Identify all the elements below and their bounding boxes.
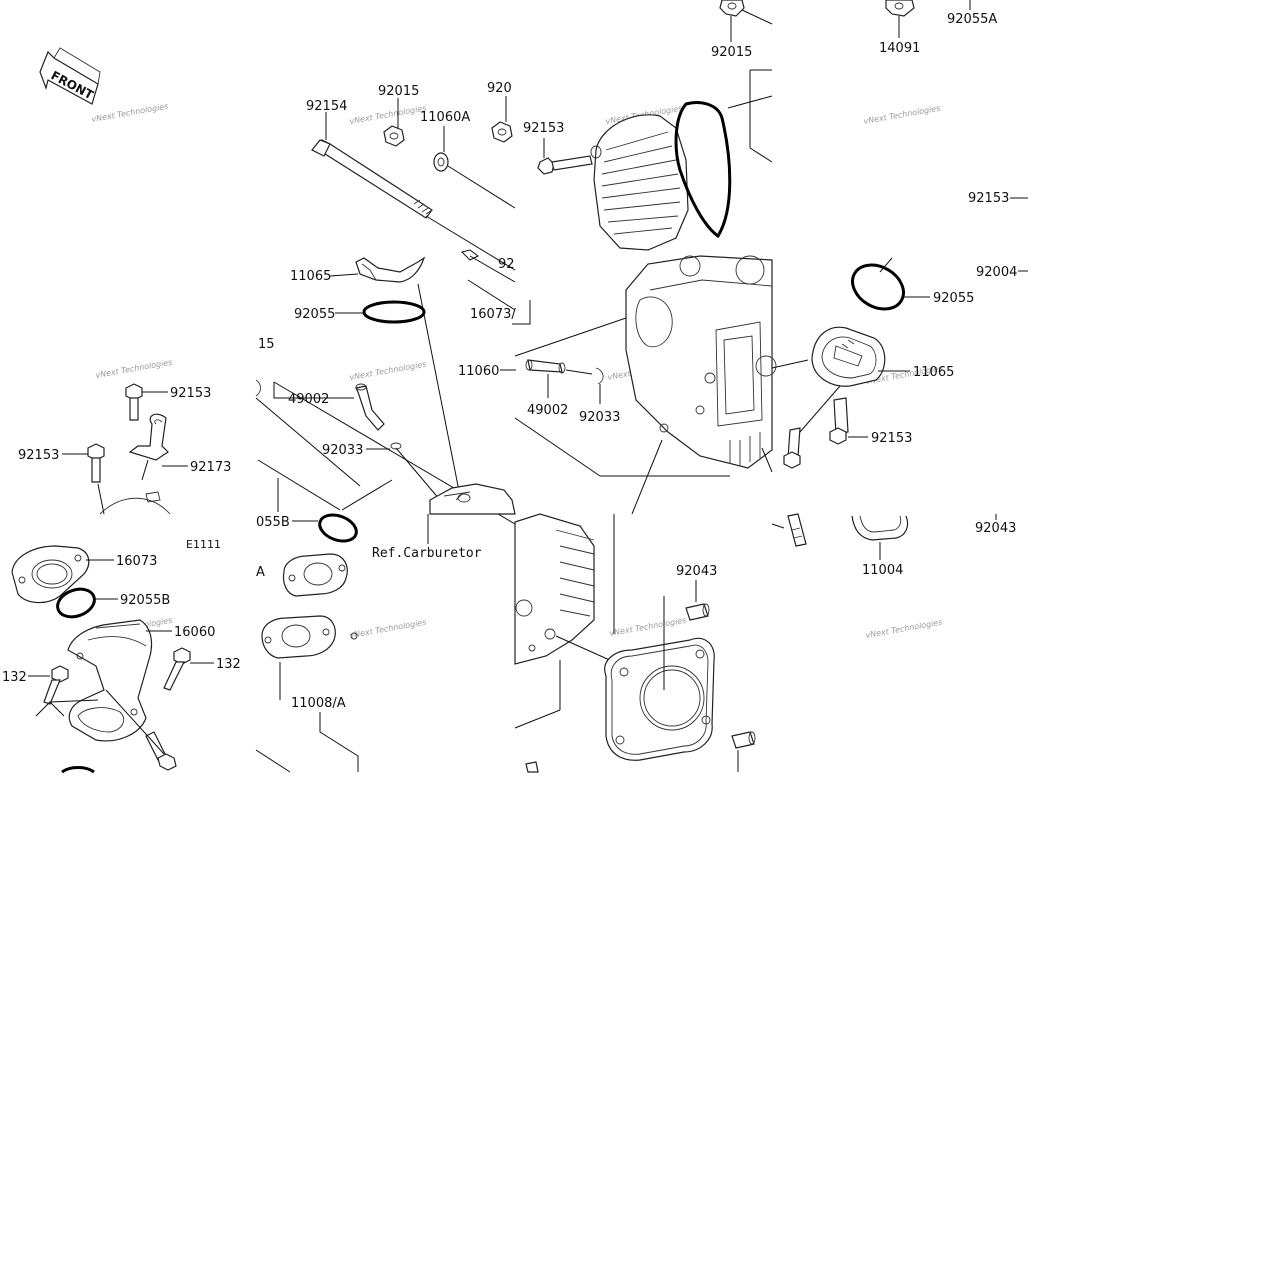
insulator-A bbox=[282, 553, 348, 597]
part-number: 92004 bbox=[976, 265, 1017, 280]
part-number: 92015 bbox=[711, 45, 752, 60]
cylinder-head bbox=[625, 255, 777, 469]
o-ring-92055B bbox=[318, 513, 358, 543]
part-number: 15 bbox=[258, 337, 275, 352]
bolt-92153-b bbox=[87, 443, 105, 483]
watermark: vNext Technologies bbox=[95, 358, 173, 380]
part-number: 92153 bbox=[18, 448, 59, 463]
part-number: 16060 bbox=[174, 625, 215, 640]
part-number: 92153 bbox=[170, 386, 211, 401]
nut-92015 bbox=[383, 125, 405, 147]
o-ring-92055B-left bbox=[56, 587, 96, 619]
carburetor-outline bbox=[429, 483, 516, 515]
nut-920 bbox=[491, 121, 513, 143]
bracket-92173 bbox=[128, 413, 169, 461]
part-number: 92033 bbox=[579, 410, 620, 425]
watermark: vNext Technologies bbox=[91, 102, 169, 124]
o-ring-92055 bbox=[362, 300, 426, 324]
part-number: 11004 bbox=[862, 563, 903, 578]
cylinder-block bbox=[514, 513, 595, 665]
valve-49002 bbox=[355, 383, 385, 431]
part-number: 11060A bbox=[420, 110, 470, 125]
part-number: 92153 bbox=[968, 191, 1009, 206]
o-ring-bottom bbox=[61, 766, 95, 774]
watermark: vNext Technologies bbox=[349, 360, 427, 382]
part-number: A bbox=[256, 565, 265, 580]
valve-guide-11060 bbox=[525, 359, 566, 374]
part-number: 92055A bbox=[947, 12, 997, 27]
clip-92033 bbox=[390, 442, 402, 450]
front-arrow-icon: FRONT bbox=[39, 47, 101, 105]
o-ring-92055-right bbox=[851, 263, 905, 311]
gasket-11004 bbox=[851, 515, 909, 541]
watermark: vNext Technologies bbox=[863, 104, 941, 126]
part-number: 16073 bbox=[116, 554, 157, 569]
watermark: vNext Technologies bbox=[349, 618, 427, 640]
head-cover-gasket bbox=[674, 101, 732, 239]
dowel-pin-92043 bbox=[685, 603, 710, 621]
part-number: 14091 bbox=[879, 41, 920, 56]
part-number: 92055 bbox=[933, 291, 974, 306]
flange-16073 bbox=[11, 545, 90, 604]
part-number: 92173 bbox=[190, 460, 231, 475]
watermark: vNext Technologies bbox=[349, 104, 427, 126]
bolt-14091 bbox=[885, 0, 915, 17]
section-code: E1111 bbox=[186, 538, 221, 551]
bolt-head bbox=[461, 249, 479, 261]
ref-carburetor-label: Ref.Carburetor bbox=[372, 546, 482, 561]
intake-edge bbox=[99, 497, 171, 515]
bolt-132-left bbox=[43, 665, 69, 705]
part-number: 132 bbox=[216, 657, 241, 672]
bolt-92153-right bbox=[829, 397, 849, 445]
part-number: 49002 bbox=[288, 392, 329, 407]
part-number: 92015 bbox=[378, 84, 419, 99]
bolt-132-right bbox=[163, 647, 191, 691]
part-number: 92 bbox=[498, 257, 515, 272]
part-number: 920 bbox=[487, 81, 512, 96]
cylinder-head-cover bbox=[590, 114, 689, 251]
part-number: 92153 bbox=[871, 431, 912, 446]
stud-bolt-92154 bbox=[311, 139, 516, 271]
part-number: 92043 bbox=[975, 521, 1016, 536]
stud-bolt bbox=[783, 427, 801, 469]
circlip-92033 bbox=[595, 367, 604, 385]
part-number: 055B bbox=[256, 515, 290, 530]
part-number: 49002 bbox=[527, 403, 568, 418]
watermark: vNext Technologies bbox=[865, 618, 943, 640]
part-number: 92043 bbox=[676, 564, 717, 579]
part-number: 92055 bbox=[294, 307, 335, 322]
part-number: 11060 bbox=[458, 364, 499, 379]
cap-11065 bbox=[355, 256, 426, 283]
washer-11060A bbox=[433, 152, 449, 172]
part-number: 132 bbox=[2, 670, 27, 685]
intake-pipe-16060 bbox=[67, 619, 153, 742]
part-number: 11008/A bbox=[291, 696, 346, 711]
part-number: 92154 bbox=[306, 99, 347, 114]
bolt-92153 bbox=[537, 155, 593, 175]
part-number: 11065 bbox=[913, 365, 954, 380]
tensioner-cap-11065 bbox=[811, 326, 886, 387]
bolt-92153-a bbox=[125, 383, 143, 421]
part-number: 11065 bbox=[290, 269, 331, 284]
stud-upper-right bbox=[787, 513, 807, 547]
nut-92015-top bbox=[719, 0, 745, 17]
dowel-pin-lower bbox=[731, 731, 756, 749]
part-number: 16073/ bbox=[470, 307, 516, 322]
part-number: 92153 bbox=[523, 121, 564, 136]
part-number: 92033 bbox=[322, 443, 363, 458]
cylinder-base-gasket bbox=[604, 637, 715, 761]
gasket-11008A bbox=[261, 615, 358, 659]
watermark: vNext Technologies bbox=[609, 616, 687, 638]
part-number: 92055B bbox=[120, 593, 170, 608]
